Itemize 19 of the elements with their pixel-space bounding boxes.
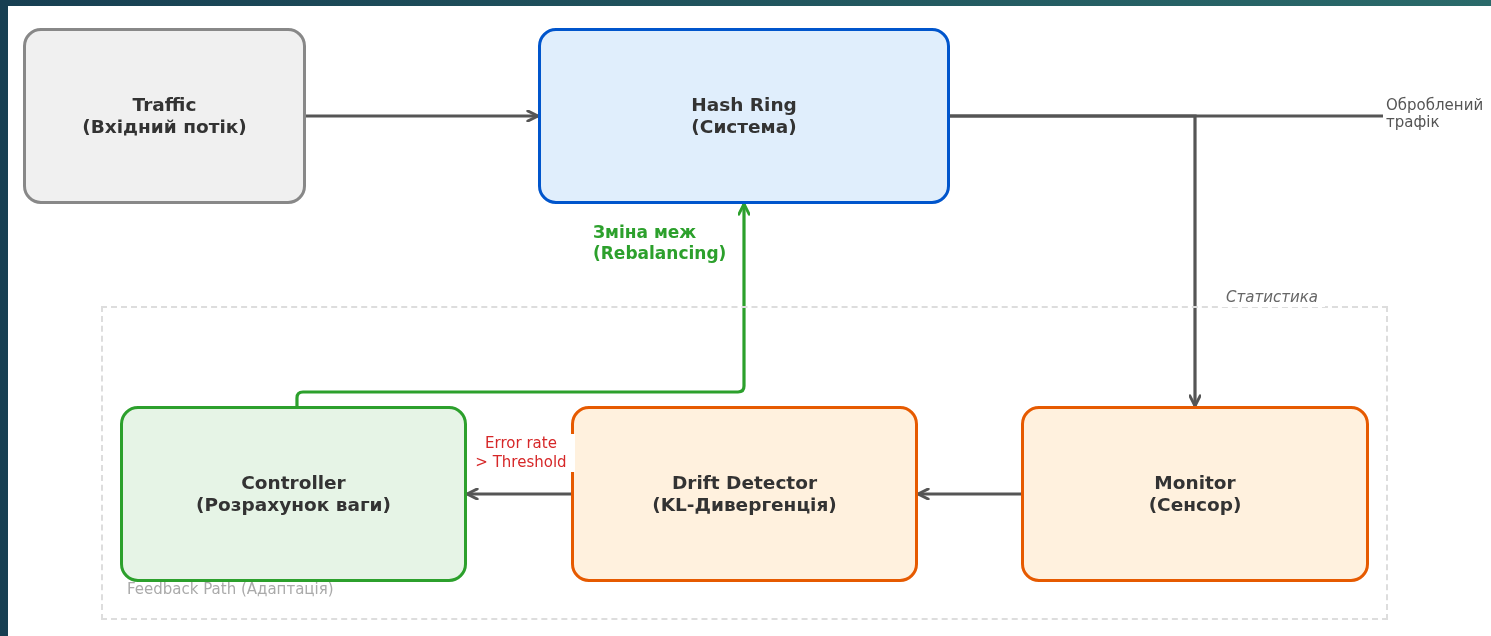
process-box xyxy=(120,406,467,582)
edge-label: Статистика xyxy=(1219,288,1325,307)
arrow xyxy=(465,487,571,501)
arrow xyxy=(306,109,540,123)
arrow xyxy=(916,487,1021,501)
node-label: Hash Ring (Система) xyxy=(690,93,798,139)
node-label: Drift Detector (KL-Дивергенція) xyxy=(651,471,838,517)
arrow xyxy=(950,114,1202,408)
process-box xyxy=(571,406,918,582)
node-label: Traffic (Вхідний потік) xyxy=(81,93,248,139)
node-label: Controller (Розрахунок ваги) xyxy=(195,471,392,517)
group-title: Feedback Path (Адаптація) xyxy=(127,580,334,598)
process-box xyxy=(23,28,306,204)
process-box xyxy=(538,28,950,204)
output-label-text: Оброблений трафік xyxy=(1386,97,1485,130)
group-frame xyxy=(101,306,1388,620)
arrow xyxy=(295,202,751,406)
process-box xyxy=(1021,406,1369,582)
node-label: Monitor (Сенсор) xyxy=(1147,471,1243,517)
